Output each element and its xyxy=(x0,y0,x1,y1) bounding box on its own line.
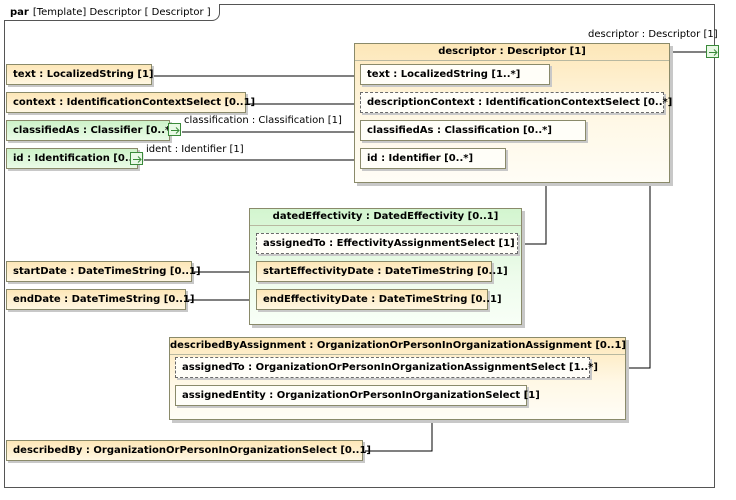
frame-keyword: par xyxy=(10,7,29,18)
connector-assigned-to-effectivity xyxy=(518,183,547,245)
described-by-assignment-block[interactable]: describedByAssignment : OrganizationOrPe… xyxy=(169,337,626,420)
assignment-part-assigned-entity[interactable]: assignedEntity : OrganizationOrPersonInO… xyxy=(175,385,540,406)
dated-part-start-date[interactable]: startEffectivityDate : DateTimeString [0… xyxy=(256,261,508,282)
descriptor-block-title: descriptor : Descriptor [1] xyxy=(355,44,669,61)
part-end-date[interactable]: endDate : DateTimeString [0..1] xyxy=(6,289,194,310)
connector-described-by xyxy=(363,410,433,452)
part-classified-as[interactable]: classifiedAs : Classifier [0..*] xyxy=(6,120,175,141)
part-context[interactable]: context : IdentificationContextSelect [0… xyxy=(6,92,255,113)
dated-effectivity-block-title: datedEffectivity : DatedEffectivity [0..… xyxy=(250,209,521,226)
frame-title: [Template] Descriptor [ Descriptor ] xyxy=(32,7,211,18)
dated-part-end-date[interactable]: endEffectivityDate : DateTimeString [0..… xyxy=(256,289,502,310)
frame-header: par[Template] Descriptor [ Descriptor ] xyxy=(4,4,220,21)
part-start-date[interactable]: startDate : DateTimeString [0..1] xyxy=(6,261,201,282)
part-text[interactable]: text : LocalizedString [1] xyxy=(6,64,154,85)
descriptor-port-label: descriptor : Descriptor [1] xyxy=(588,29,718,40)
part-described-by[interactable]: describedBy : OrganizationOrPersonInOrga… xyxy=(6,440,371,461)
descriptor-part-id[interactable]: id : Identifier [0..*] xyxy=(360,148,506,169)
part-id[interactable]: id : Identification [0..1] xyxy=(6,148,144,169)
descriptor-port[interactable] xyxy=(706,45,719,58)
classification-port-label: classification : Classification [1] xyxy=(184,115,342,126)
arrow-right-icon xyxy=(709,49,718,56)
arrow-right-icon xyxy=(171,127,180,134)
ident-port-label: ident : Identifier [1] xyxy=(146,144,244,155)
descriptor-part-description-context[interactable]: descriptionContext : IdentificationConte… xyxy=(360,92,672,113)
descriptor-part-text[interactable]: text : LocalizedString [1..*] xyxy=(360,64,550,85)
described-by-assignment-block-title: describedByAssignment : OrganizationOrPe… xyxy=(170,338,626,355)
ident-port[interactable] xyxy=(130,152,143,165)
descriptor-part-classified-as[interactable]: classifiedAs : Classification [0..*] xyxy=(360,120,586,141)
arrow-right-icon xyxy=(133,156,142,163)
classification-port[interactable] xyxy=(168,123,181,136)
dated-part-assigned-to[interactable]: assignedTo : EffectivityAssignmentSelect… xyxy=(256,233,518,254)
assignment-part-assigned-to[interactable]: assignedTo : OrganizationOrPersonInOrgan… xyxy=(175,357,598,378)
